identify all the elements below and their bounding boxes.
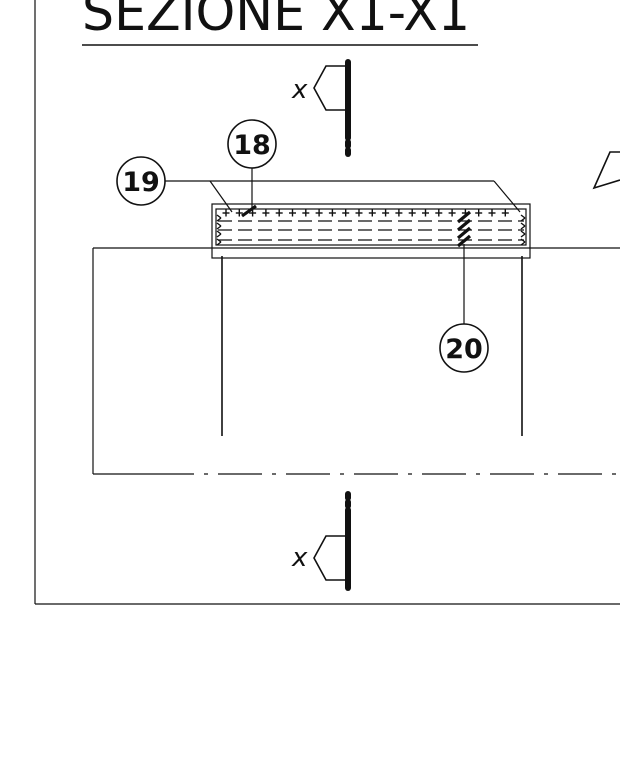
rebar-cross [222, 209, 230, 217]
rebar-end-mark [216, 222, 222, 230]
rebar-cross [289, 209, 296, 217]
rebar-cross [235, 209, 243, 217]
section-title-text: SEZIONE X1-X1 [82, 0, 470, 43]
section-title: SEZIONE X1-X1 [82, 0, 478, 46]
rebar-cross [395, 209, 403, 217]
rebar-end-mark [216, 230, 222, 238]
section-arrow-top: x [291, 59, 351, 157]
section-arrow-top-label: x [291, 75, 308, 105]
rebar-cross [342, 209, 350, 217]
section-arrow-bottom-label: x [291, 543, 308, 573]
callout-18: 18 [227, 119, 277, 210]
rebar-cross [355, 209, 363, 217]
rebar-cross [435, 209, 443, 217]
rebar-right-end [520, 214, 526, 246]
rebar-cross [302, 209, 310, 217]
vertical-walls [221, 256, 523, 436]
callout-20: 20 [439, 244, 489, 373]
partial-arrow-right-icon [592, 151, 620, 190]
callout-19: 19 [116, 156, 521, 213]
rebar-left-end [216, 214, 222, 246]
callout-20-label: 20 [445, 334, 483, 365]
rebar-cross [328, 209, 336, 217]
rebar-end-mark [520, 222, 526, 230]
rebar-cross [275, 209, 283, 217]
rebar-cross [448, 209, 456, 217]
rebar-cross [501, 209, 509, 217]
slab-outer-rect [211, 203, 531, 259]
callout-18-label: 18 [233, 130, 271, 161]
slab-section [211, 203, 531, 259]
main-body-outline [92, 247, 620, 475]
rebar-end-mark [216, 214, 222, 222]
rebar-cross [249, 209, 257, 217]
rebar-end-mark [520, 238, 526, 246]
rebar-cross [315, 209, 323, 217]
slab-inner-rect [215, 208, 527, 246]
rebar-cross [422, 209, 429, 217]
rebar-end-mark [520, 214, 526, 222]
callout-19-label: 19 [122, 167, 160, 198]
section-arrow-bottom-icon [313, 535, 346, 581]
rebar-end-mark [520, 230, 526, 238]
rebar-crosses [222, 209, 509, 217]
rebar-cross [262, 209, 270, 217]
rebar-cross [382, 209, 390, 217]
rebar-cross [475, 209, 483, 217]
sheet-frame [34, 0, 620, 605]
rebar-cross [408, 209, 416, 217]
section-arrow-top-icon [313, 65, 346, 111]
connector-marks [241, 204, 472, 248]
rebar-end-mark [216, 238, 222, 246]
rebar-cross [368, 209, 376, 217]
section-arrow-bottom: x [291, 491, 351, 591]
rebar-cross [488, 209, 496, 217]
